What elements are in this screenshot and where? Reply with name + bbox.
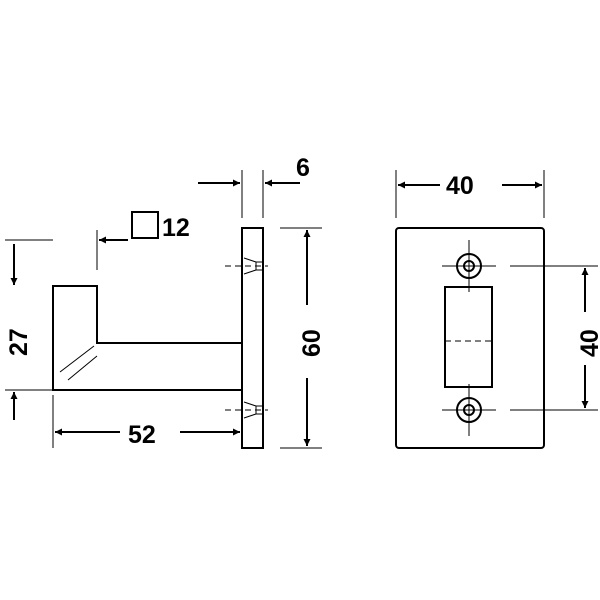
dim-hole-spacing: 40 [510,265,600,411]
dim-plate-width-label: 40 [446,172,474,200]
dim-plate-height: 60 [280,227,326,449]
screw-hole-top [442,240,496,292]
screw-top [225,257,268,275]
dim-screw-gap: 6 [198,154,310,218]
dim-screw-gap-label: 6 [296,154,310,182]
hook-chamfer-line [67,355,98,381]
dim-hook-height: 27 [5,239,53,420]
dim-plate-height-label: 60 [298,329,326,357]
dim-projection-label: 52 [128,421,156,449]
side-view: 6 12 27 60 [5,154,326,449]
screw-bottom [225,401,268,419]
mounting-plate-front [395,227,545,449]
dim-square-section-label: 12 [162,214,190,242]
dim-projection: 52 [52,395,240,449]
dim-square-section: 12 [96,211,190,270]
mounting-plate-side [241,227,264,449]
hook-profile [52,285,243,391]
square-symbol-icon [131,211,159,239]
dim-hook-height-label: 27 [5,328,33,356]
front-view: 40 40 [395,170,600,449]
dim-plate-width: 40 [395,170,545,218]
hook-chamfer-line [59,345,95,373]
screw-hole-bottom [442,384,496,436]
dim-hole-spacing-label: 40 [576,329,600,357]
